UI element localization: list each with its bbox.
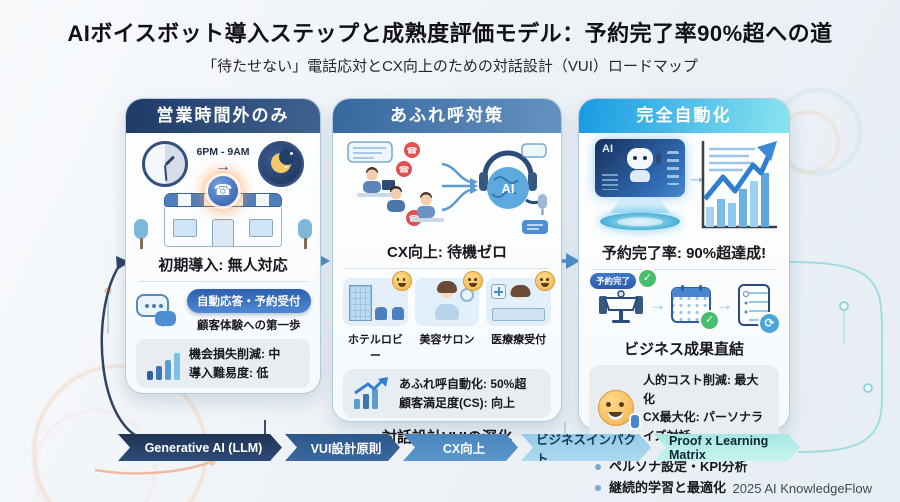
smiley-thumbs-up-icon [598,390,639,429]
reception-desk-icon [492,308,546,321]
flow-step-generative-ai: Generative AI (LLM) [118,434,282,461]
flow-step-proof-learning: Proof x Learning Matrix [654,434,800,461]
right-arrow-icon: → [649,295,666,314]
header: AIボイスボット導入ステップと成熟度評価モデル：予約完了率90%超への道 「待た… [0,16,900,76]
reservation-complete-badge: 予約完了 [590,272,637,289]
storefront-icon: ☎ [164,176,282,249]
flow-step-business-impact: ビジネスインパクト [521,434,651,461]
bullet-item: ペルソナ設定・KPI分析 [609,459,748,475]
bullet-dot-icon [595,464,601,471]
building-icon [349,285,372,321]
orange-line [94,460,211,475]
svg-text:☎: ☎ [398,165,409,175]
flow-step-vui-principles: VUI設計原則 [285,434,400,461]
growth-chart-large-icon [701,141,777,229]
panel1-stat-1: 機会損失削減: 中 [189,347,281,361]
panel1-statbox: 機会損失削減: 中 導入難易度: 低 [136,339,310,389]
scene-beauty-salon: 美容サロン [414,271,484,363]
smiley-icon [463,271,484,291]
panel1-header: 営業時間外のみ [126,99,320,133]
panel-overflow-calls: あふれ呼対策 ☎ ☎ ☎ [332,98,562,446]
panel3-bullet-list: ペルソナ設定・KPI分析 継続的学習と最適化 [595,457,789,497]
bullet-dot-icon [595,484,601,491]
booking-flow-row: 予約完了 ✓ → ✓ → ⟳ [583,269,785,334]
call-routing-arrows [441,162,471,212]
scene-medical-reception: 医療療受付 [486,271,556,363]
time-range-label: 6PM - 9AM [196,146,250,158]
restaurant-table-icon [599,289,643,323]
attribution: 2025 AI KnowledgeFlow [732,481,872,496]
hologram-base-icon [600,213,680,230]
panel-full-automation: 完全自動化 AI → [578,98,790,495]
panel2-statbox: あふれ呼自動化: 50%超 顧客満足度(CS): 向上 [343,369,551,419]
panel1-pill-subtext: 顧客体験への第一歩 [197,320,301,332]
tree-icon [134,219,148,249]
divider [345,268,549,269]
sync-icon: ⟳ [760,314,779,333]
panel1-caption: 初期導入: 無人対応 [158,257,288,274]
scene-label: ホテルロビー [347,334,403,362]
medical-cross-icon [491,284,507,299]
smiley-icon [391,271,412,291]
panel1-stat-2: 導入難易度: 低 [189,365,269,380]
right-arrow-icon: → [716,295,733,314]
panel3-subcaption: ビジネス成果直結 [623,341,744,358]
reply-bubble-icon [521,143,547,158]
check-icon: ✓ [701,312,718,329]
call-agents-icon [357,167,444,222]
callcenter-to-ai-illustration: ☎ ☎ ☎ [347,141,548,234]
ai-brain-headset-icon: AI [479,150,539,209]
flow-step-cx-improvement: CX向上 [403,434,518,461]
panel1-illustration: 6PM - 9AM → ☎ [134,137,312,249]
growth-chart-icon [354,376,388,409]
scene-hotel-lobby: ホテルロビー [343,271,412,363]
reply-bubble-icon [522,220,548,234]
panel2-stat-2: 顧客満足度(CS): 向上 [399,395,515,410]
svg-text:☎: ☎ [406,146,417,156]
page-subtitle: 「待たせない」電話応対とCX向上のための対話設計（VUI）ロードマップ [202,58,698,75]
mic-icon [538,194,547,215]
divider [138,281,308,282]
divider [591,269,777,270]
ai-label: AI [602,143,613,155]
panel-after-hours: 営業時間外のみ 6PM - 9AM → ☎ 初期導入: 無人対応 自動応答・予約… [125,98,321,394]
panel3-caption: 予約完了率: 90%超達成! [601,245,767,262]
panel3-stat-1: 人的コスト削減: 最大化 [643,373,759,406]
page-title: AIボイスボット導入ステップと成熟度評価モデル：予約完了率90%超への道 [67,21,833,46]
stylist-icon [437,281,457,298]
receptionist-icon [510,285,531,299]
scene-label: 美容サロン [419,334,475,346]
night-moon-icon [258,141,304,187]
tree-icon [298,219,312,249]
teal-circuit-line [789,261,883,453]
clock-icon [142,141,188,187]
check-icon: ✓ [639,269,656,287]
scene-label: 医療療受付 [491,334,547,346]
right-arrow-icon: → [687,167,706,188]
panel3-header: 完全自動化 [579,99,789,133]
panel2-caption: CX向上: 待機ゼロ [386,244,507,261]
lobby-chair-icon [375,307,387,320]
smiley-icon [535,271,556,291]
panel2-header: あふれ呼対策 [333,99,561,133]
bar-chart-icon [145,348,180,380]
right-arrow-icon: → [215,158,231,175]
chat-bubbles-icon [136,294,178,328]
svg-text:AI: AI [502,181,515,196]
ai-hologram-screen-icon: AI [595,139,685,197]
robot-face-icon [627,148,653,169]
lobby-chair-icon [391,307,404,320]
phone-icon: ☎ [208,176,238,206]
bullet-item: 継続的学習と最適化 [609,479,727,495]
auto-answer-pill: 自動応答・予約受付 [187,289,311,313]
panel2-stat-1: あふれ呼自動化: 50%超 [399,377,527,391]
panel3-illustration: AI → [587,137,781,237]
maturity-flow-bar: Generative AI (LLM) VUI設計原則 CX向上 ビジネスインパ… [118,434,800,461]
